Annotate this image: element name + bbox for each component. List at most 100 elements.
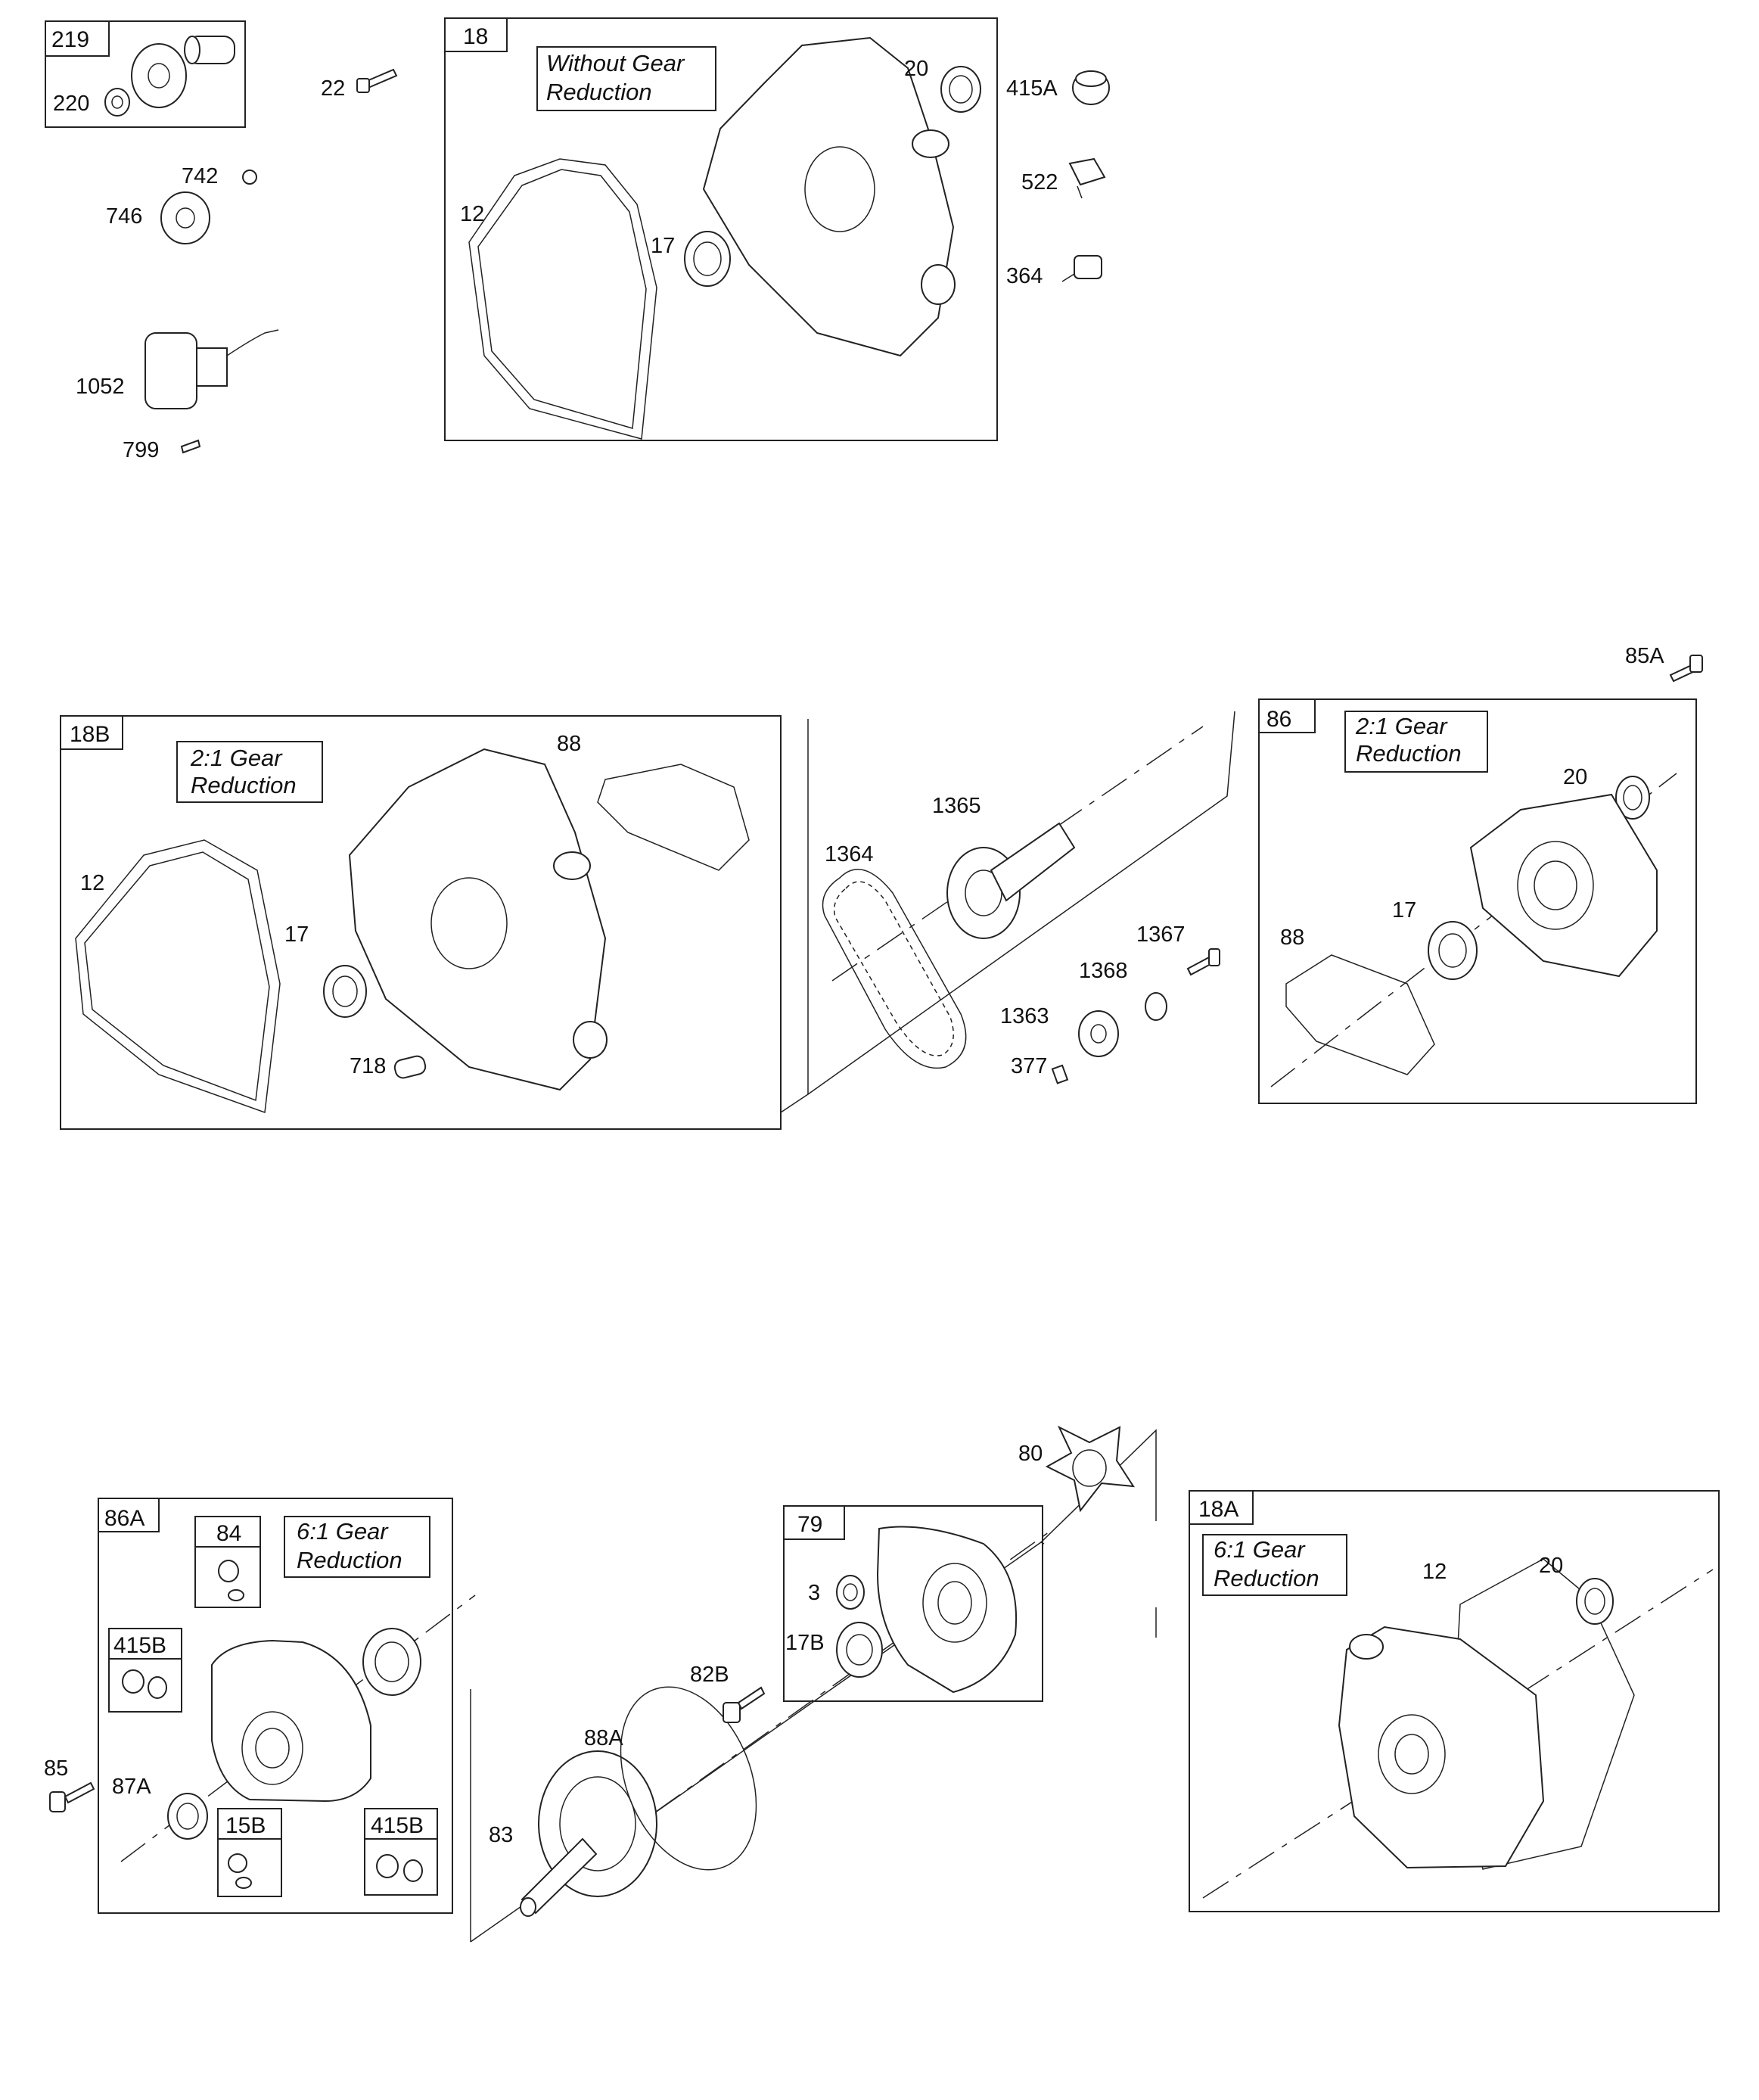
group-18-frame — [444, 17, 998, 441]
bearing-86A-icon — [362, 1628, 421, 1696]
seal-20-icon — [940, 66, 981, 113]
part-22: 22 — [321, 68, 398, 101]
callout-377: 377 — [1011, 1054, 1047, 1078]
callout-82B: 82B — [690, 1663, 729, 1687]
oil-sensor-364-icon — [1074, 255, 1102, 279]
screw-799-icon — [180, 439, 201, 454]
callout-1363: 1363 — [1000, 1004, 1049, 1028]
seal-522-icon — [1068, 157, 1106, 186]
callout-18: 18 — [463, 24, 488, 49]
key-377-icon — [1051, 1064, 1069, 1084]
note-21-gear-b-line2: Reduction — [1356, 740, 1462, 767]
group-18A-label-box — [1189, 1490, 1254, 1525]
seal-20-c-icon — [1576, 1578, 1614, 1625]
note-21-gear-a-line2: Reduction — [191, 772, 297, 798]
callout-15B: 15B — [225, 1813, 266, 1838]
plug-415B-a-icon — [122, 1669, 145, 1694]
dowel-718-icon — [393, 1055, 427, 1079]
callout-1052: 1052 — [76, 375, 125, 399]
seal-87A-icon — [167, 1793, 208, 1840]
plug-84-icon — [218, 1560, 239, 1582]
washer-220-icon — [104, 88, 130, 117]
callout-88-a: 88 — [557, 732, 581, 756]
crankcase-cover-18-icon — [702, 36, 955, 357]
bearing-17B-icon — [836, 1622, 883, 1678]
note-box-61-gear-b — [1202, 1534, 1347, 1596]
bearing-17-c-icon — [1428, 921, 1478, 980]
note-box-21-gear-b — [1344, 711, 1488, 773]
crankcase-cover-18B-icon — [348, 748, 607, 1091]
note-61-gear-a-line2: Reduction — [297, 1547, 402, 1573]
callout-219: 219 — [51, 27, 89, 52]
group-79-frame — [783, 1505, 1043, 1702]
callout-79: 79 — [797, 1512, 822, 1537]
gear-housing-86-icon — [1469, 793, 1658, 978]
group-86: 86 2:1 Gear Reduction 20 17 88 — [1258, 698, 1697, 1104]
clip-742-icon — [242, 170, 257, 185]
note-box-61-gear-a — [284, 1516, 430, 1578]
callout-364: 364 — [1006, 264, 1043, 288]
callout-17B: 17B — [785, 1631, 825, 1655]
callout-3: 3 — [808, 1581, 820, 1605]
group-output-shaft: 83 88A 82B 79 3 17B 80 — [470, 1425, 1157, 1943]
group-18B-label-box — [60, 715, 123, 750]
group-219-frame — [45, 20, 246, 128]
group-86A-frame — [98, 1498, 453, 1914]
callout-20: 20 — [904, 57, 928, 81]
callout-20-b: 20 — [1563, 765, 1587, 789]
note-without-gear-line1: Without Gear — [546, 50, 685, 76]
callout-1367: 1367 — [1136, 922, 1186, 947]
gear-746-icon — [160, 191, 210, 244]
callout-17: 17 — [651, 234, 675, 258]
group-86A-label-box — [98, 1498, 160, 1532]
bearing-17-b-icon — [323, 965, 367, 1018]
washer-1368-icon — [1145, 992, 1167, 1021]
group-18: 18 Without Gear Reduction 12 17 20 — [444, 17, 998, 441]
gasket-88-b-icon — [1285, 954, 1435, 1075]
group-86-label-box — [1258, 698, 1316, 733]
callout-85: 85 — [44, 1756, 68, 1781]
note-21-gear-a-line1: 2:1 Gear — [190, 745, 283, 771]
group-219-label-box — [45, 20, 110, 57]
callout-83: 83 — [489, 1823, 513, 1847]
callout-746: 746 — [106, 204, 142, 229]
note-21-gear-b-line1: 2:1 Gear — [1355, 713, 1448, 739]
group-86-frame — [1258, 698, 1697, 1104]
callout-84: 84 — [216, 1521, 241, 1546]
group-sprockets: 1364 1365 1363 377 1368 1367 — [780, 711, 1235, 1113]
callout-1364: 1364 — [825, 842, 874, 866]
callout-87A: 87A — [112, 1775, 151, 1799]
callout-86: 86 — [1266, 707, 1291, 732]
plug-415B-b-icon — [376, 1854, 399, 1878]
note-box-without-gear — [536, 46, 716, 111]
seal-3-icon — [836, 1575, 865, 1610]
crankcase-cover-18A-icon — [1338, 1626, 1545, 1869]
note-61-gear-a-line1: 6:1 Gear — [297, 1518, 389, 1545]
part-85A: 85A — [1625, 644, 1703, 683]
callout-1365: 1365 — [932, 794, 981, 818]
oring-88A-icon — [620, 1686, 757, 1871]
group-15B-label-box — [217, 1808, 282, 1840]
callout-86A: 86A — [104, 1506, 145, 1531]
group-18A: 18A 6:1 Gear Reduction 12 20 — [1189, 1490, 1720, 1912]
part-85: 85 — [44, 1756, 95, 1812]
part-415A-522-364: 415A 522 364 — [1006, 70, 1110, 288]
group-84-label-box — [194, 1516, 261, 1548]
group-79-label-box — [783, 1505, 845, 1540]
cover-79-icon — [876, 1526, 1018, 1694]
note-61-gear-b-line2: Reduction — [1214, 1565, 1319, 1591]
callout-22: 22 — [321, 76, 345, 101]
chain-1364-icon — [822, 869, 967, 1069]
callout-88A: 88A — [584, 1726, 623, 1750]
gasket-12-b-icon — [75, 839, 281, 1114]
callout-18B: 18B — [70, 722, 110, 747]
callout-80: 80 — [1018, 1442, 1043, 1466]
callout-12: 12 — [460, 202, 484, 226]
note-without-gear-line2: Reduction — [546, 79, 652, 105]
sprocket-1363-icon — [1078, 1010, 1119, 1057]
callout-17-c: 17 — [1392, 898, 1416, 922]
callout-799: 799 — [123, 438, 159, 462]
callout-20-c: 20 — [1539, 1554, 1563, 1578]
plug-15B-icon — [228, 1853, 247, 1873]
